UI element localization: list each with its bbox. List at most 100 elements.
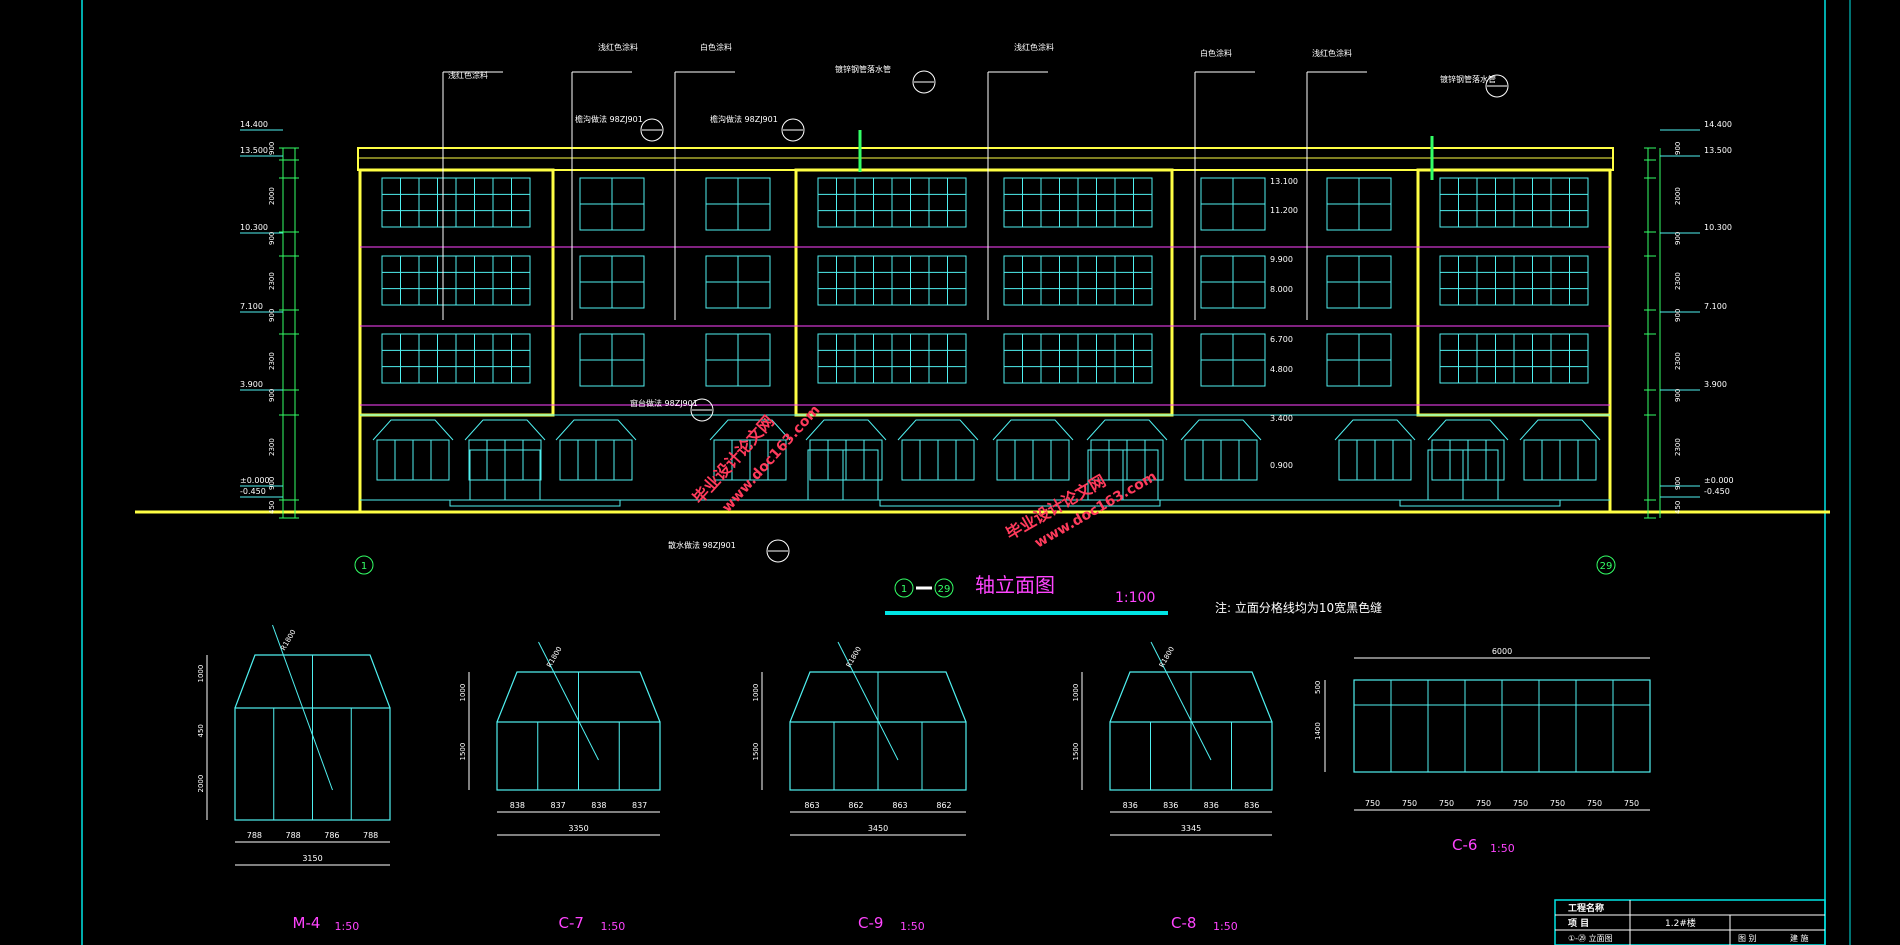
callout-text-11: 窗台做法 98ZJ901 [630, 398, 698, 408]
title-block-project-label: 工程名称 [1568, 902, 1604, 914]
axis-bubble-left [354, 555, 374, 575]
right-level-1: 14.400 [1704, 120, 1732, 129]
detail-m-4-scale: 1:50 [335, 920, 360, 933]
mid-level-6: 4.800 [1270, 365, 1293, 374]
detail-c-9-code: C-9 [858, 914, 883, 932]
right-dim-8: 2300 [1674, 438, 1682, 456]
title-block-category-value: 建 施 [1790, 933, 1809, 943]
mid-level-4: 8.000 [1270, 285, 1293, 294]
detail-callout-circle-2 [781, 118, 805, 142]
left-dim-7: 900 [268, 389, 276, 402]
detail-c-6-scale: 1:50 [1490, 842, 1515, 855]
detail-c-8-width-dim: 3345 [1181, 824, 1201, 833]
left-dim-5: 900 [268, 309, 276, 322]
right-dim-7: 900 [1674, 389, 1682, 402]
mid-level-1: 13.100 [1270, 177, 1298, 186]
entrance-step-3 [1399, 499, 1561, 507]
detail-c-7-radius-leader [538, 641, 599, 761]
left-level-6: ±0.000 [240, 476, 270, 485]
detail-c-7-width-dim: 3350 [568, 824, 588, 833]
callout-text-10: 镀锌钢管落水管 [1440, 74, 1496, 84]
detail-callout-circle-5 [690, 398, 714, 422]
detail-c-9-radius: R1800 [845, 645, 863, 669]
ground-bay-hood-8 [1086, 419, 1168, 441]
drawing-linework [81, 0, 1851, 945]
detail-c-8-radius-leader [1150, 641, 1212, 761]
detail-c-9-radius-leader [837, 641, 899, 761]
detail-c-7-bay-dim-2: 837 [550, 801, 565, 810]
callout-text-7: 檐沟做法 98ZJ901 [575, 114, 643, 124]
title-block-item-label: 项 目 [1568, 918, 1589, 929]
left-dim-6: 2300 [268, 352, 276, 370]
right-dim-2: 2000 [1674, 187, 1682, 205]
left-dim-9: 900 [268, 477, 276, 490]
right-level-3: 10.300 [1704, 223, 1732, 232]
title-block-drawing-name: ①-㉙ 立面图 [1568, 933, 1613, 943]
detail-m-4-bay-dim-4: 788 [363, 831, 378, 840]
detail-c-8-bay-dim-3: 836 [1204, 801, 1219, 810]
mid-level-8: 0.900 [1270, 461, 1293, 470]
detail-c-7-bay-dim-4: 837 [632, 801, 647, 810]
detail-c-8-code: C-8 [1171, 914, 1196, 932]
detail-c-6-bay-dim-3: 750 [1439, 799, 1454, 808]
detail-c-9-height-dim-1: 1000 [752, 684, 760, 702]
left-level-2: 13.500 [240, 146, 268, 155]
detail-m-4-height-dim-1: 1000 [197, 665, 205, 683]
detail-m-4-bay-dim-1: 788 [247, 831, 262, 840]
ground-bay-hood-9 [1180, 419, 1262, 441]
detail-c-7-radius: R1800 [545, 645, 563, 669]
callout-text-12: 散水做法 98ZJ901 [668, 540, 736, 550]
title-block [1554, 899, 1826, 945]
mid-level-7: 3.400 [1270, 414, 1293, 423]
detail-c-8-height-dim-1: 1000 [1072, 684, 1080, 702]
detail-callout-circle-4 [1485, 74, 1509, 98]
right-level-6: ±0.000 [1704, 476, 1734, 485]
detail-c-6-width-dim: 6000 [1492, 647, 1512, 656]
detail-c-8-height-dim-2: 1500 [1072, 743, 1080, 761]
left-dim-10: 450 [268, 501, 276, 514]
detail-c-8-bay-dim-4: 836 [1244, 801, 1259, 810]
detail-c-9-bay-dim-4: 862 [936, 801, 951, 810]
callout-text-2: 浅红色涂料 [598, 42, 638, 52]
elevation-note: 注: 立面分格线均为10宽黑色缝 [1215, 600, 1382, 615]
left-dim-2: 2000 [268, 187, 276, 205]
title-axis-end-label: 29 [938, 584, 951, 595]
elevation-scale: 1:100 [1115, 590, 1155, 606]
detail-m-4-height-dim-2: 450 [197, 724, 205, 737]
left-dim-1: 900 [268, 142, 276, 155]
left-level-3: 10.300 [240, 223, 268, 232]
right-dim-1: 900 [1674, 142, 1682, 155]
right-dim-10: 450 [1674, 501, 1682, 514]
detail-c-6-bay-dim-2: 750 [1402, 799, 1417, 808]
detail-c-6-bay-dim-5: 750 [1513, 799, 1528, 808]
detail-c-8-radius: R1800 [1158, 645, 1176, 669]
ground-bay-hood-7 [992, 419, 1074, 441]
detail-callout-circle-6 [766, 539, 790, 563]
left-level-4: 7.100 [240, 302, 263, 311]
left-dim-8: 2300 [268, 438, 276, 456]
ground-bay-hood-3 [555, 419, 637, 441]
detail-m-4-radius-leader [272, 624, 333, 791]
title-axis-bubble-end [934, 578, 954, 598]
detail-c-9-scale: 1:50 [900, 920, 925, 933]
detail-c-7-bay-dim-1: 838 [510, 801, 525, 810]
ground-bay-hood-6 [897, 419, 979, 441]
callout-text-1: 浅红色涂料 [448, 70, 488, 80]
right-dim-6: 2300 [1674, 352, 1682, 370]
left-dim-3: 900 [268, 232, 276, 245]
mid-level-2: 11.200 [1270, 206, 1298, 215]
ground-bay-hood-10 [1334, 419, 1416, 441]
detail-c-9-width-dim: 3450 [868, 824, 888, 833]
right-level-7: -0.450 [1704, 487, 1730, 496]
detail-m-4-width-dim: 3150 [302, 854, 322, 863]
right-level-2: 13.500 [1704, 146, 1732, 155]
detail-m-4-code: M-4 [293, 914, 321, 932]
detail-m-4-radius: R1800 [279, 628, 297, 652]
callout-text-8: 檐沟做法 98ZJ901 [710, 114, 778, 124]
callout-text-3: 白色涂料 [700, 42, 732, 52]
detail-m-4-bay-dim-3: 786 [324, 831, 339, 840]
left-level-5: 3.900 [240, 380, 263, 389]
ground-bay-hood-5 [805, 419, 887, 441]
